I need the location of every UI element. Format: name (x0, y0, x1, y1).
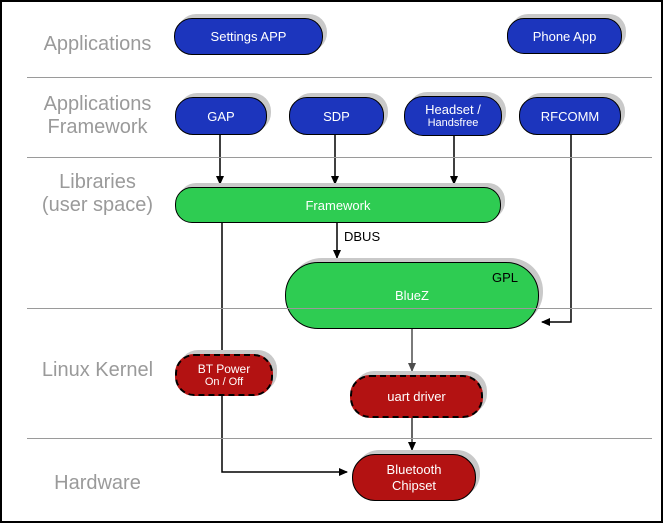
node-label: Settings APP (210, 29, 287, 44)
section-divider (27, 308, 652, 309)
edge-rfcomm-bluez (541, 133, 572, 326)
node-label: BT Power (197, 361, 251, 376)
section-label-line: Applications (43, 33, 152, 55)
node-label: BlueZ (395, 288, 429, 303)
section-divider (27, 438, 652, 439)
node-headset-handsfree: Headset / Handsfree (404, 96, 502, 136)
node-uart-driver: uart driver (350, 375, 483, 418)
section-divider (27, 157, 652, 158)
section-divider (27, 77, 652, 78)
node-bt-power: BT Power On / Off (175, 354, 273, 396)
section-label-hardware: Hardware (10, 472, 185, 495)
node-label: Phone App (532, 28, 597, 44)
gpl-badge: GPL (491, 270, 518, 285)
node-rfcomm: RFCOMM (519, 97, 621, 135)
node-label: Chipset (391, 477, 437, 493)
section-label-line: Applications (43, 93, 152, 115)
node-bluetooth-chipset: Bluetooth Chipset (352, 454, 476, 501)
section-label-line: (user space) (41, 194, 154, 216)
section-label-line: Hardware (54, 472, 141, 494)
node-label: Headset / (425, 101, 481, 117)
edge-framework-chipset-via-btpower (221, 221, 348, 476)
node-bluez: BlueZ GPL (285, 262, 539, 329)
node-gap: GAP (175, 97, 267, 135)
section-label-applications-framework: Applications Framework (10, 93, 185, 139)
section-label-line: Libraries (59, 171, 136, 193)
node-label: GAP (207, 108, 235, 124)
section-label-line: Linux Kernel (41, 359, 154, 381)
node-phone-app: Phone App (507, 18, 622, 54)
node-label: Framework (305, 197, 371, 213)
section-label-applications: Applications (10, 33, 185, 56)
node-framework: Framework (175, 187, 501, 223)
section-label-linux-kernel: Linux Kernel (10, 359, 185, 382)
node-sdp: SDP (289, 97, 384, 135)
section-label-libraries-user-space: Libraries (user space) (10, 171, 185, 217)
dbus-edge-label: DBUS (344, 229, 381, 244)
node-label: On / Off (204, 375, 244, 388)
node-settings-app: Settings APP (174, 18, 323, 55)
node-label: RFCOMM (540, 108, 600, 124)
section-label-line: Framework (47, 116, 148, 138)
node-label: uart driver (387, 389, 446, 404)
node-label: Bluetooth (386, 461, 442, 477)
node-label: SDP (323, 108, 350, 124)
node-label: Handsfree (427, 116, 479, 129)
